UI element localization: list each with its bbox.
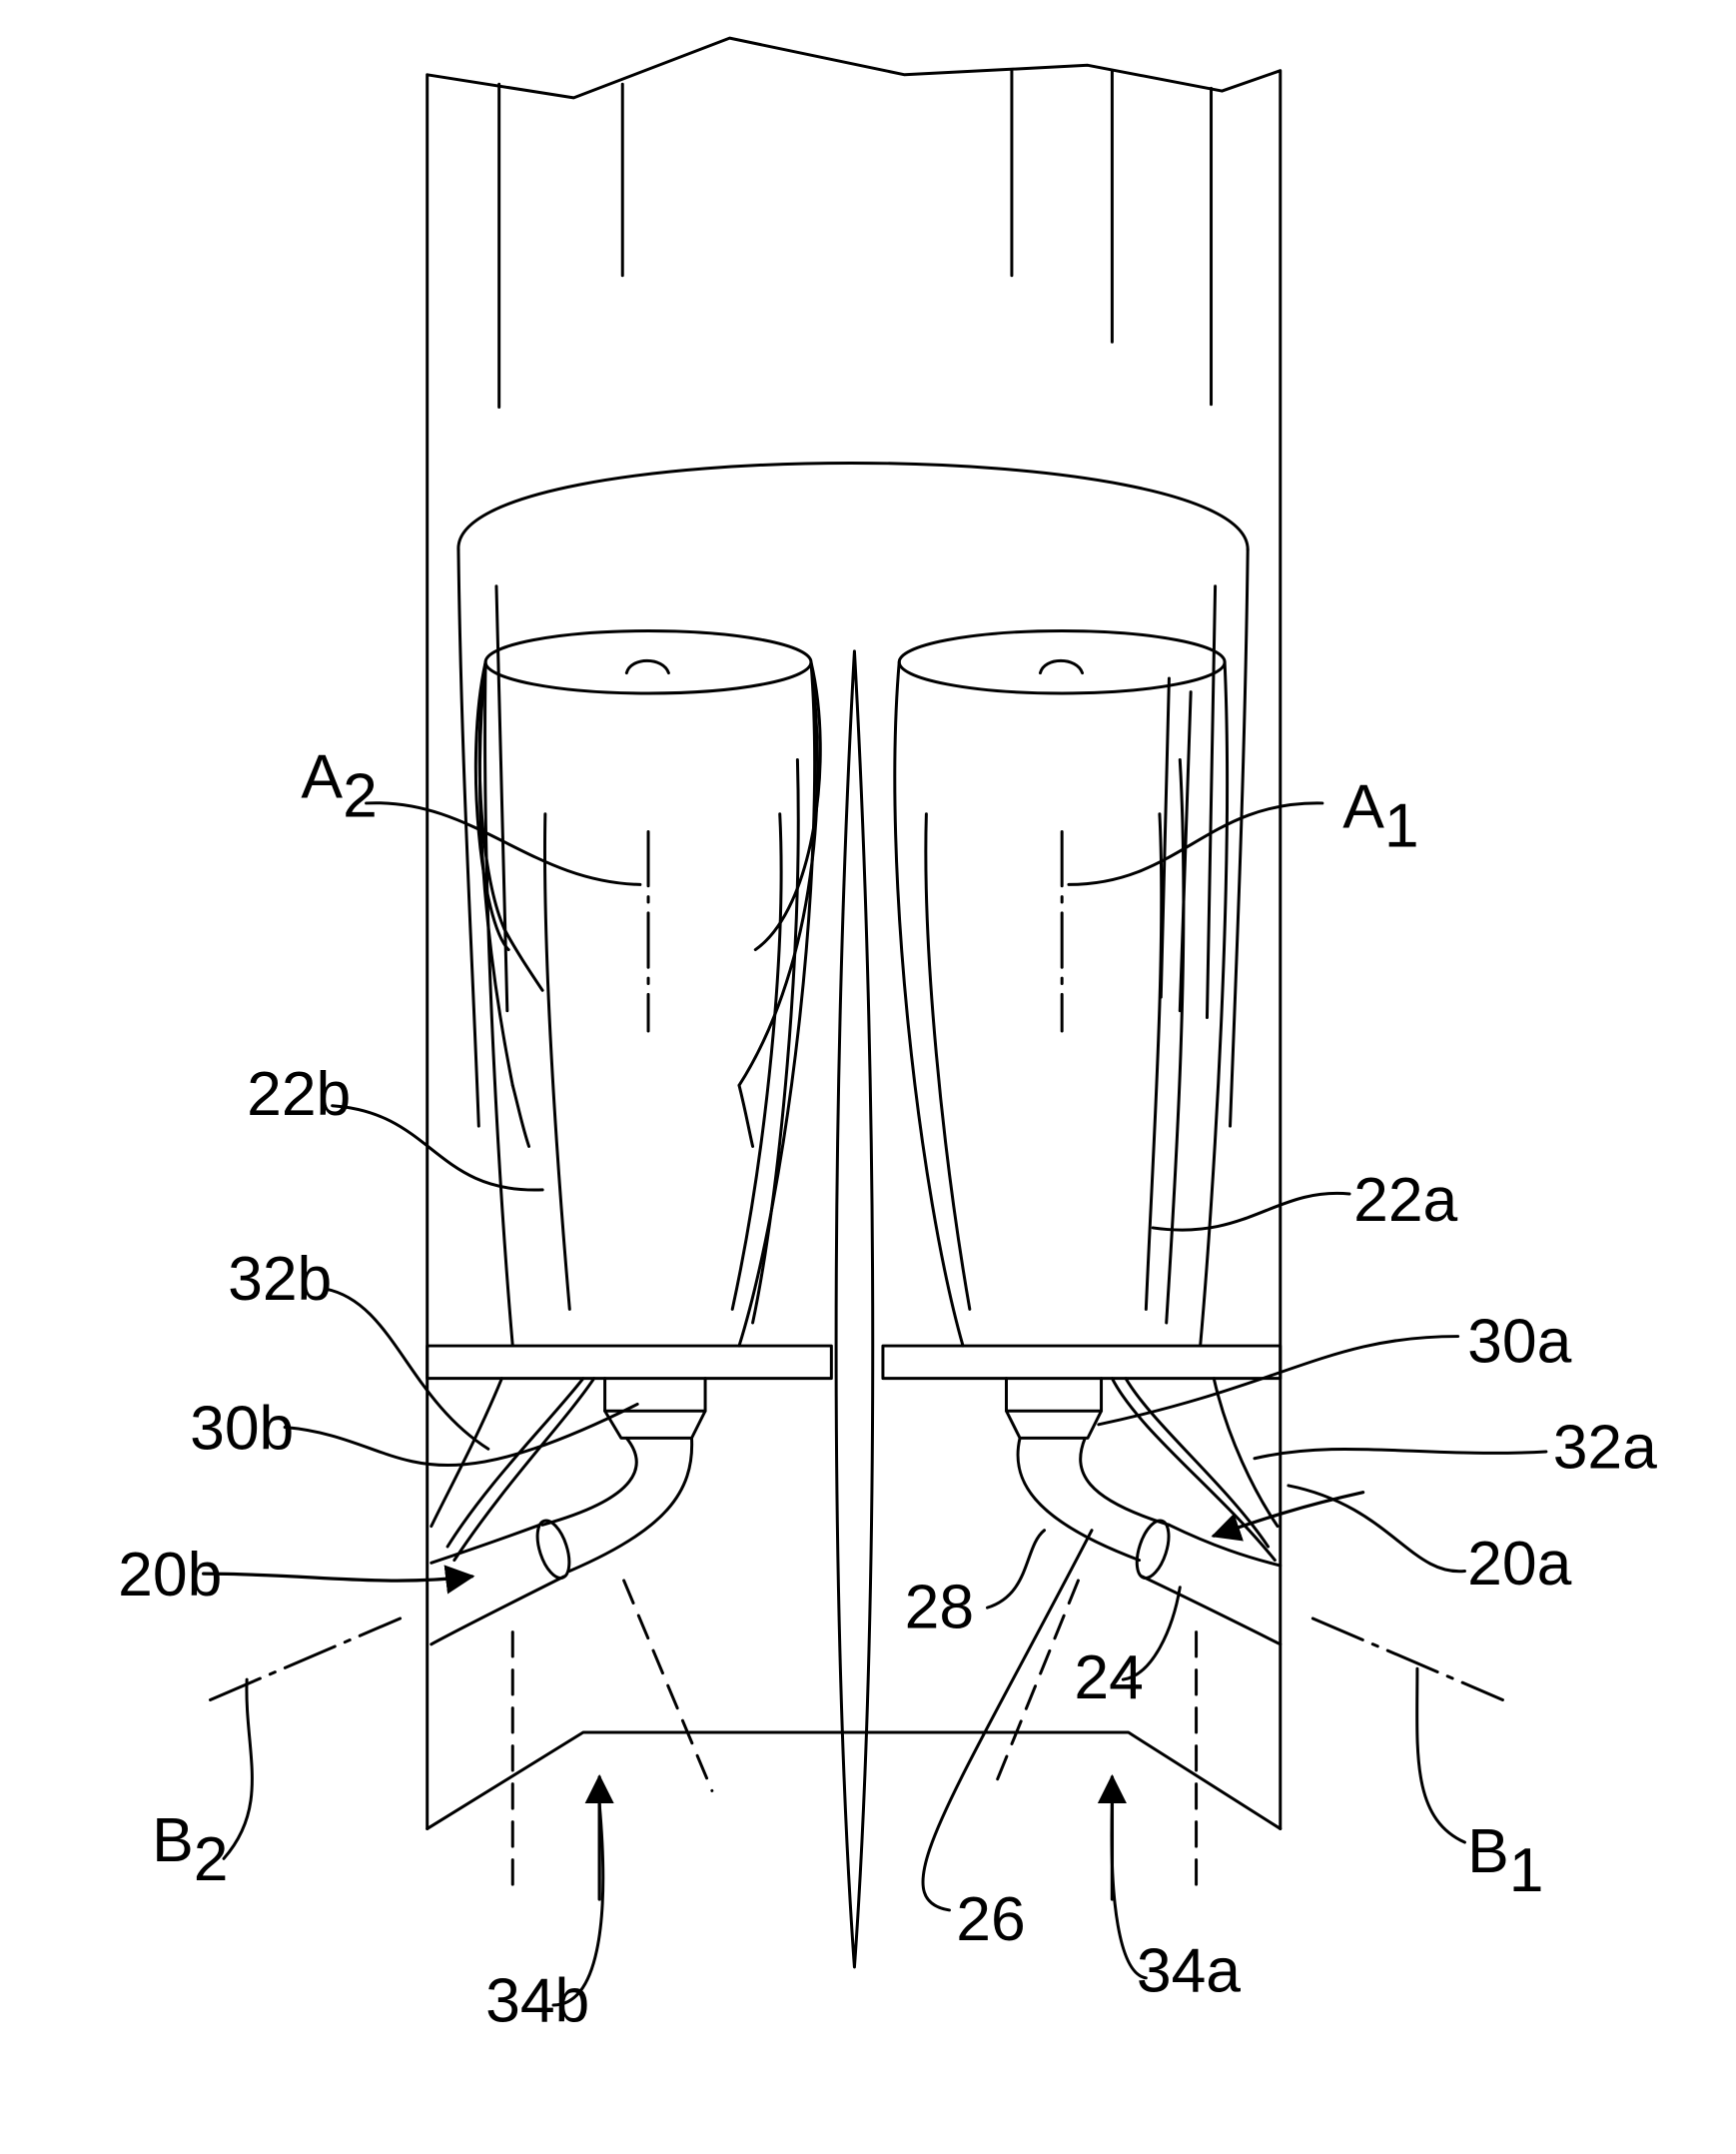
duct-right <box>1006 1379 1280 1644</box>
flow-arrows <box>204 1493 1363 1899</box>
label-34b: 34b <box>485 1965 589 2035</box>
label-32a: 32a <box>1553 1412 1657 1482</box>
label-28: 28 <box>905 1572 974 1641</box>
reference-labels: A2 A1 22b 22a 32b 30b 30a 32a 20b 20a 28… <box>118 742 1657 2036</box>
duct-left <box>432 1379 705 1644</box>
label-30b: 30b <box>190 1393 294 1463</box>
label-b1: B1 <box>1467 1816 1543 1905</box>
leader-lines <box>224 803 1546 2005</box>
label-32b: 32b <box>228 1244 332 1314</box>
label-20a: 20a <box>1467 1529 1571 1599</box>
inlet-cowl <box>458 463 1248 1126</box>
label-22a: 22a <box>1353 1165 1457 1235</box>
label-a2: A2 <box>301 742 377 831</box>
mount-plate <box>428 1346 1281 1379</box>
label-22b: 22b <box>247 1059 351 1129</box>
splitter-plate <box>836 651 873 1967</box>
label-30a: 30a <box>1467 1306 1571 1376</box>
label-26: 26 <box>956 1884 1025 1954</box>
label-24: 24 <box>1074 1642 1143 1712</box>
label-34a: 34a <box>1137 1935 1241 2005</box>
label-20b: 20b <box>118 1540 222 1610</box>
axis-lines <box>210 831 1502 1699</box>
fan-22a <box>895 630 1228 1346</box>
label-a1: A1 <box>1342 771 1418 860</box>
fan-22b <box>475 630 820 1346</box>
label-b2: B2 <box>152 1805 228 1894</box>
housing-outline <box>428 38 1281 1828</box>
